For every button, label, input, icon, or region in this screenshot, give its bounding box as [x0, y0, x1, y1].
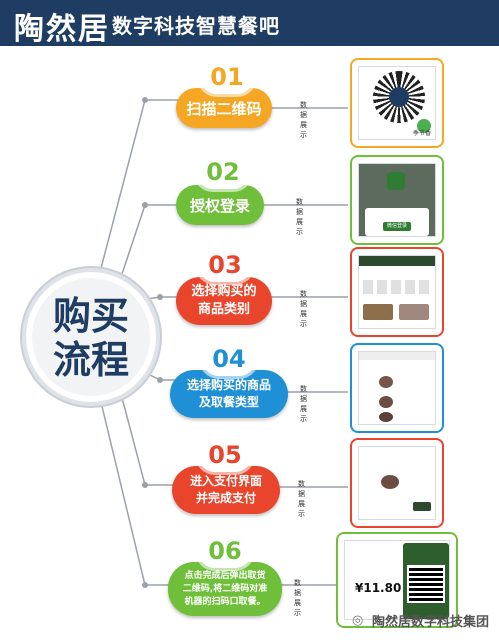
step-04-pill: 选择购买的商品 及取餐类型 [170, 370, 288, 418]
screen-1-caption: 季节香 [412, 130, 431, 137]
brand-logo: 陶然居 [14, 12, 110, 47]
list-header [359, 352, 435, 360]
login-dialog: 微信登录 [365, 208, 429, 236]
step-02-pill: 授权登录 [176, 185, 264, 225]
cart-item-image [381, 475, 399, 489]
step-01-demo-label: 数据展示 [300, 101, 307, 139]
food-image-2 [399, 304, 429, 320]
step-03-number: 03 [198, 248, 252, 282]
screen-product-select [350, 343, 444, 433]
screen-product-category [350, 247, 444, 337]
pickup-panel [403, 543, 449, 619]
avatar-icon [387, 172, 405, 190]
food-image-1 [363, 304, 393, 320]
footer-watermark: 陶然居数字科技集团 [371, 615, 489, 630]
step-01-text: 扫描二维码 [186, 99, 262, 118]
step-04-number: 04 [202, 342, 256, 376]
step-01-number: 01 [200, 60, 254, 94]
screen-scan-qr: 季节香 [350, 58, 444, 148]
step-03-demo-label: 数据展示 [300, 290, 307, 328]
pay-button[interactable] [413, 502, 431, 511]
screen-authorize-login: 微信登录 [350, 155, 444, 245]
header-title: 数字科技智慧餐吧 [112, 14, 280, 38]
product-row-3[interactable] [379, 412, 393, 422]
product-row-2[interactable] [379, 396, 393, 408]
step-05-number: 05 [198, 438, 252, 472]
step-06-text: 点击完成后弹出取货 二维码,将二维码对准 机器的扫码口取餐。 [182, 570, 268, 607]
step-05-text: 进入支付界面 并完成支付 [189, 474, 262, 505]
center-line-2: 流程 [52, 338, 129, 382]
step-06-demo-label: 数据展示 [294, 579, 301, 617]
pickup-qr-code-icon [407, 565, 445, 603]
product-row-1[interactable] [379, 376, 393, 388]
step-06-pill: 点击完成后弹出取货 二维码,将二维码对准 机器的扫码口取餐。 [168, 562, 282, 616]
wechat-icon: ◎ [352, 613, 364, 628]
step-02-demo-label: 数据展示 [296, 198, 303, 236]
step-03-pill: 选择购买的 商品类别 [176, 277, 272, 325]
step-04-demo-label: 数据展示 [300, 385, 307, 423]
header-banner: 陶然居 数字科技智慧餐吧 [0, 0, 499, 47]
wechat-login-button[interactable]: 微信登录 [383, 222, 411, 231]
step-05-demo-label: 数据展示 [298, 480, 305, 518]
step-02-text: 授权登录 [189, 196, 250, 215]
pay-amount: ¥11.80 [355, 581, 402, 595]
step-01-pill: 扫描二维码 [176, 88, 272, 128]
screen-payment [350, 438, 444, 528]
app-header-bar [359, 256, 435, 266]
step-03-text: 选择购买的 商品类别 [191, 284, 257, 317]
step-05-pill: 进入支付界面 并完成支付 [172, 466, 280, 514]
step-04-text: 选择购买的商品 及取餐类型 [186, 378, 271, 409]
category-grid [363, 280, 431, 294]
jp-badge-icon [417, 119, 431, 133]
purchase-flow-hub: 购买 流程 [22, 268, 160, 406]
brand-mark-icon [389, 87, 409, 107]
step-06-number: 06 [198, 534, 252, 568]
step-02-number: 02 [196, 155, 250, 189]
center-line-1: 购买 [52, 294, 129, 338]
screen-pickup-qr: ¥11.80 [336, 532, 458, 628]
